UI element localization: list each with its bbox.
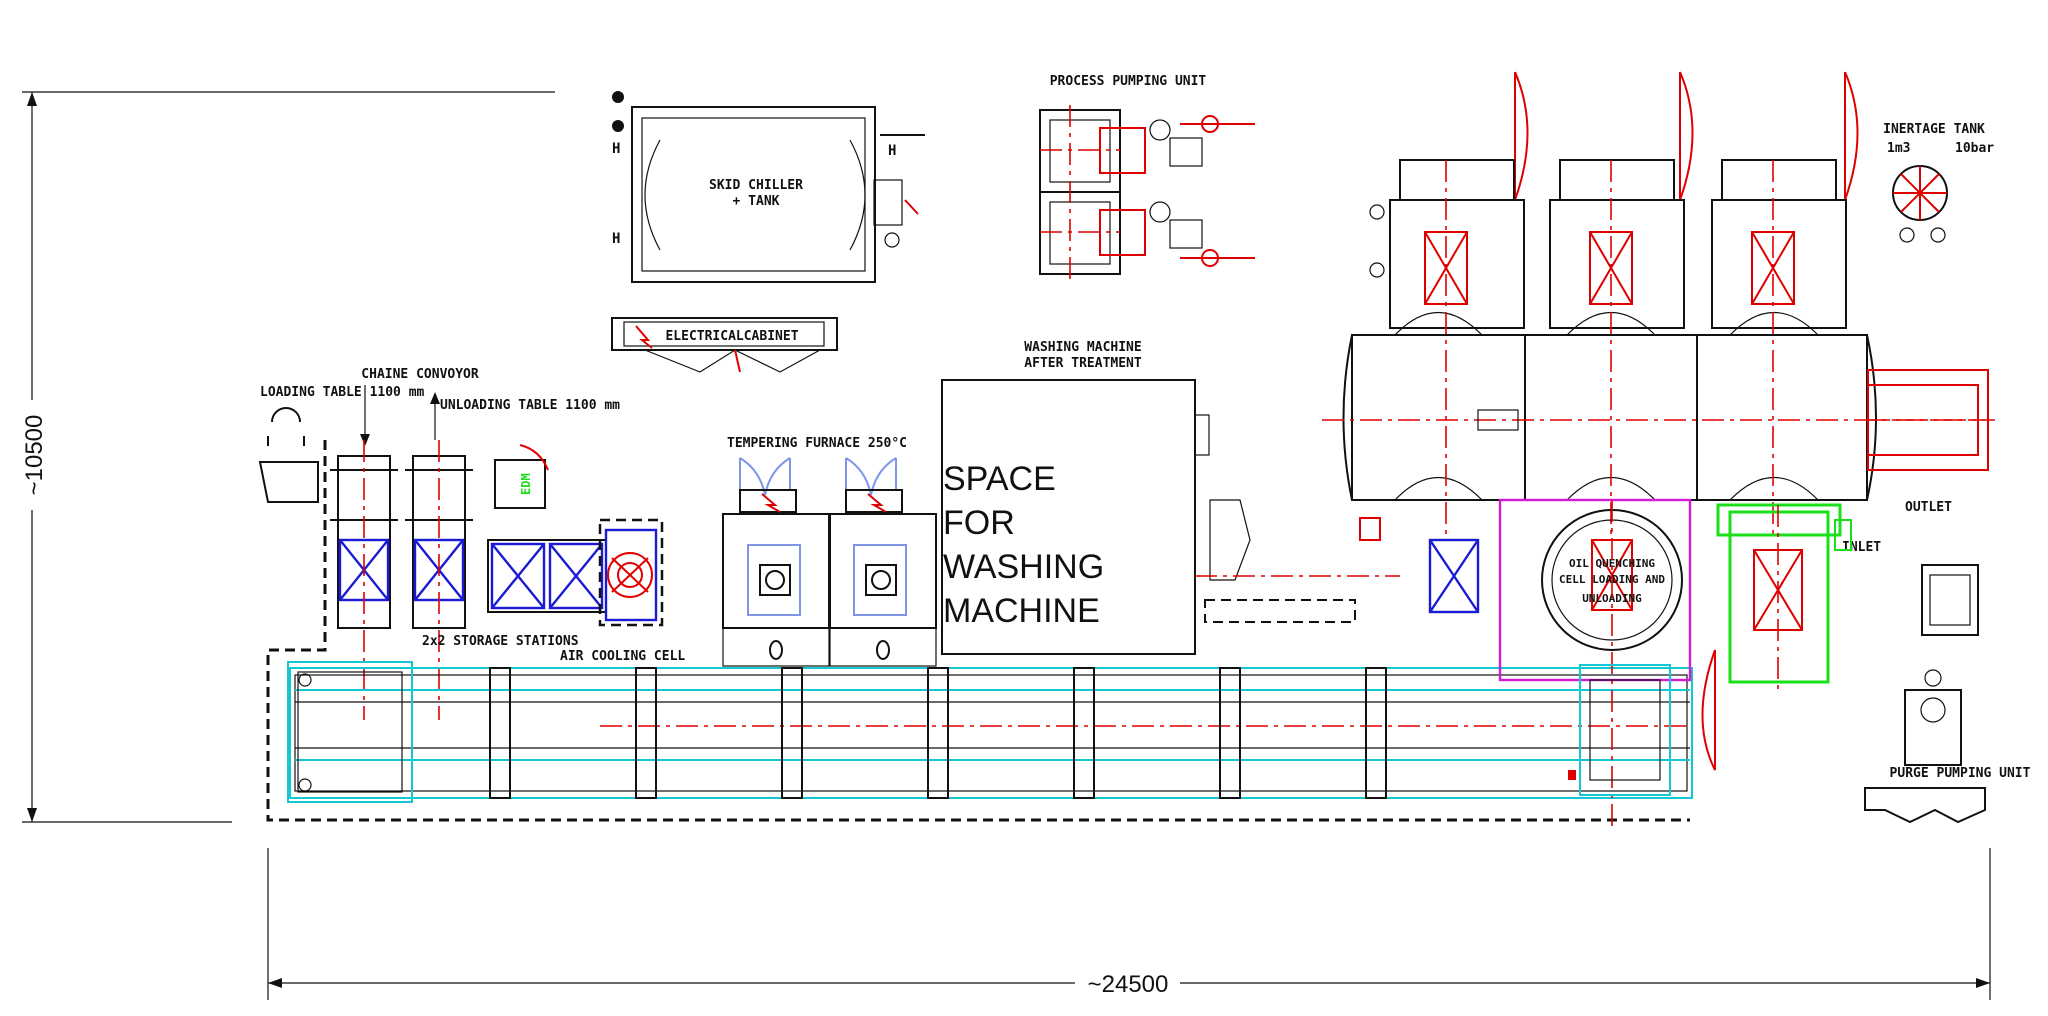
space-label-1: SPACE	[943, 460, 1056, 498]
loading-table-label: LOADING TABLE 1100 mm	[260, 385, 425, 400]
width-dimension-label: ~24500	[1088, 971, 1169, 998]
conveyor-supports	[489, 667, 1387, 799]
skid-chiller-label-1: SKID CHILLER	[709, 178, 803, 193]
skid-chiller-label-2: + TANK	[733, 194, 780, 209]
skid-chiller-tank: H H H SKID CHILLER + TANK	[612, 91, 925, 283]
washing-machine-after-treatment: WASHING MACHINE AFTER TREATMENT SPACE FO…	[941, 340, 1400, 655]
purge-pumping-unit-label: PURGE PUMPING UNIT	[1890, 766, 2031, 781]
loading-cell	[1716, 503, 1852, 690]
chaine-convoyor-label: CHAINE CONVOYOR	[361, 367, 479, 382]
space-label-2: FOR	[943, 504, 1015, 542]
washing-after-label-2: AFTER TREATMENT	[1024, 356, 1142, 371]
outlet-label: OUTLET	[1905, 500, 1952, 515]
electrical-cabinet-label: ELECTRICALCABINET	[665, 329, 798, 344]
chaine-convoyor	[287, 661, 1693, 803]
edm-tag: EDM	[519, 473, 533, 495]
process-pumping-unit-label: PROCESS PUMPING UNIT	[1050, 74, 1207, 89]
oil-quenching-cell: OIL QUENCHING CELL LOADING AND UNLOADING	[1359, 498, 1716, 830]
inertage-volume-label: 1m3	[1887, 141, 1910, 156]
electrical-cabinet: ELECTRICALCABINET	[611, 317, 838, 373]
space-label-4: MACHINE	[943, 592, 1100, 630]
oil-quenching-label-1: OIL QUENCHING	[1569, 557, 1655, 570]
process-pumping-unit: PROCESS PUMPING UNIT	[1039, 74, 1255, 280]
width-dimension: ~24500	[267, 848, 1991, 1000]
tempering-furnace-label: TEMPERING FURNACE 250°C	[727, 436, 907, 451]
space-label-3: WASHING	[943, 548, 1104, 586]
tempering-furnace: TEMPERING FURNACE 250°C	[722, 436, 937, 667]
height-dimension-label: ~10500	[21, 415, 48, 496]
unloading-table-label: UNLOADING TABLE 1100 mm	[440, 398, 620, 413]
svg-text:H: H	[612, 231, 620, 247]
inlet-label: INLET	[1842, 540, 1881, 555]
storage-stations-label: 2x2 STORAGE STATIONS	[422, 634, 579, 649]
heating-chamber-3	[1711, 71, 1859, 540]
storage-stations: 2x2 STORAGE STATIONS	[422, 539, 607, 649]
washing-after-label-1: WASHING MACHINE	[1024, 340, 1141, 355]
air-cooling-cell: AIR COOLING CELL	[560, 518, 685, 664]
main-vacuum-vessel	[1322, 312, 1985, 501]
outlet-door: OUTLET INLET	[1842, 369, 1995, 555]
purge-pumping-unit: PURGE PUMPING UNIT	[1864, 564, 2031, 824]
heating-chamber-2	[1549, 71, 1694, 540]
inertage-tank: INERTAGE TANK 1m3 10bar	[1883, 122, 1994, 243]
air-cooling-cell-label: AIR COOLING CELL	[560, 649, 685, 664]
inertage-pressure-label: 10bar	[1955, 141, 1994, 156]
height-dimension: ~10500	[18, 91, 555, 823]
svg-text:H: H	[888, 143, 896, 159]
inertage-tank-label: INERTAGE TANK	[1883, 122, 1985, 137]
heating-chamber-1	[1369, 71, 1529, 540]
svg-text:H: H	[612, 141, 620, 157]
loading-area: CHAINE CONVOYOR LOADING TABLE 1100 mm UN…	[258, 367, 1690, 822]
oil-quenching-label-3: UNLOADING	[1582, 592, 1642, 605]
